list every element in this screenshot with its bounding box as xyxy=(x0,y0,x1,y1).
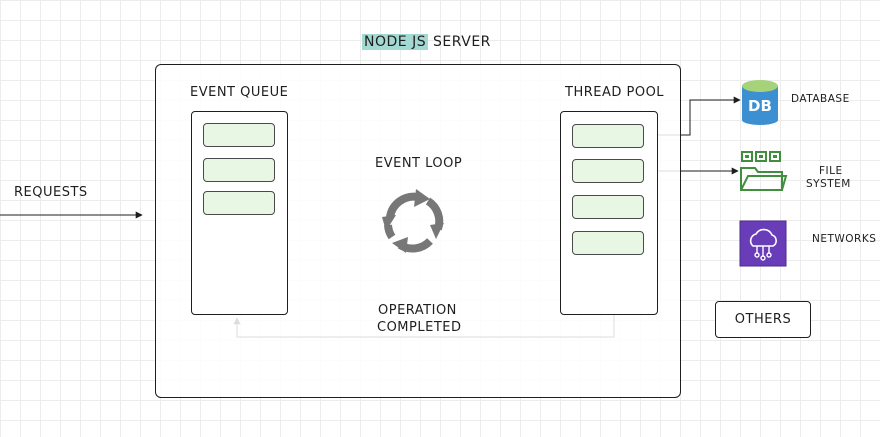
database-label: DATABASE xyxy=(791,93,850,105)
page-title: NODE JS SERVER xyxy=(362,34,491,50)
folder-icon xyxy=(740,151,788,191)
database-icon: DB xyxy=(742,80,778,125)
completed-label: COMPLETED xyxy=(377,320,462,335)
title-rest: SERVER xyxy=(433,34,491,50)
event-loop-label: EVENT LOOP xyxy=(375,156,463,171)
event-queue-slot xyxy=(203,191,275,215)
event-queue-label: EVENT QUEUE xyxy=(190,85,289,100)
thread-pool-label: THREAD POOL xyxy=(565,85,665,100)
file-label: FILE xyxy=(819,165,843,177)
cloud-network-icon xyxy=(739,220,787,267)
requests-label: REQUESTS xyxy=(14,185,88,200)
system-label: SYSTEM xyxy=(806,178,851,190)
event-queue-slot xyxy=(203,123,275,147)
event-queue-box xyxy=(191,111,288,315)
database-icon-text: DB xyxy=(748,97,772,115)
thread-pool-slot xyxy=(572,195,644,219)
others-box: OTHERS xyxy=(715,301,811,338)
event-queue-slot xyxy=(203,158,275,182)
thread-pool-slot xyxy=(572,124,644,148)
thread-pool-slot xyxy=(572,159,644,183)
title-highlight: NODE JS xyxy=(362,34,429,50)
operation-label: OPERATION xyxy=(378,303,457,318)
thread-pool-slot xyxy=(572,231,644,255)
thread-pool-box xyxy=(560,111,658,315)
refresh-cycle-icon xyxy=(382,189,444,253)
networks-label: NETWORKS xyxy=(812,233,877,245)
